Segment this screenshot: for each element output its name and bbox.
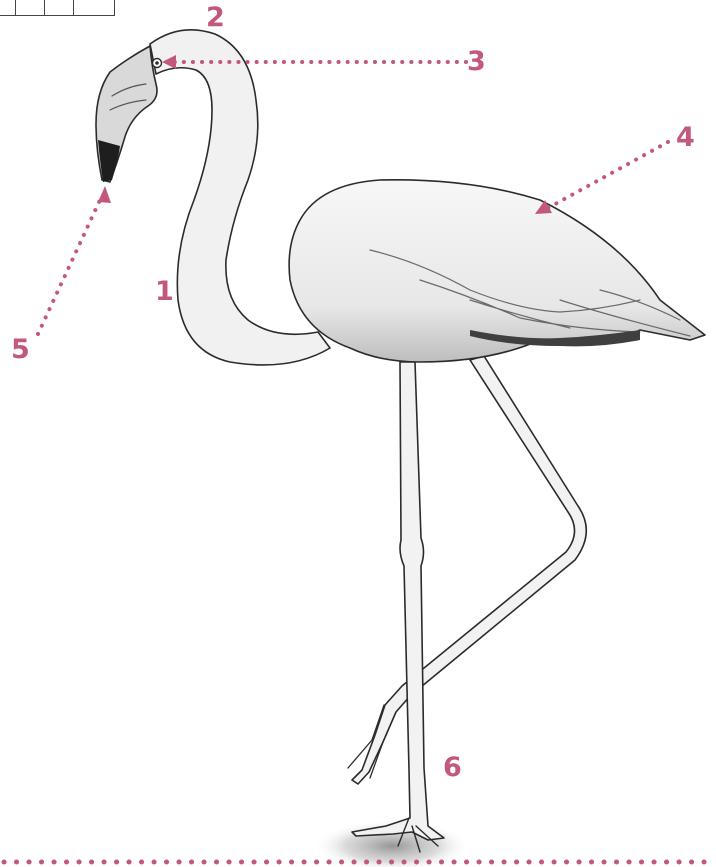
label-2: 2 [206,4,225,31]
leader-line-5 [38,200,100,334]
label-3: 3 [467,48,486,75]
label-4: 4 [676,124,695,151]
label-6: 6 [443,754,462,781]
flamingo-illustration [96,30,705,852]
label-5: 5 [11,336,30,363]
leader-line-4 [548,142,668,208]
raised-leg [352,356,586,784]
arrowhead-5 [98,186,111,203]
label-1: 1 [155,278,174,305]
flamingo-neck [150,30,330,365]
